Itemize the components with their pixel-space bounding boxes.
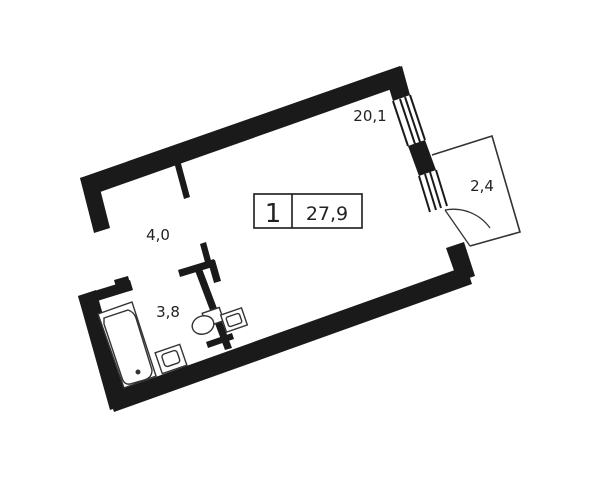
exterior-walls <box>78 66 475 412</box>
toilet <box>191 306 225 335</box>
top-wall <box>80 66 406 197</box>
room-count: 1 <box>265 199 282 229</box>
partition-top <box>174 160 190 199</box>
total-area: 27,9 <box>306 203 348 225</box>
bath-wall-vertical <box>194 266 232 350</box>
bottom-wall <box>108 266 472 412</box>
window-upper <box>392 94 426 147</box>
bath-wall-right <box>208 260 221 283</box>
right-wall-middle <box>408 140 436 176</box>
bath-wall-bottom <box>206 333 234 348</box>
balcony-door-leaf <box>444 209 471 247</box>
bathroom-area: 3,8 <box>156 303 180 321</box>
balcony-area: 2,4 <box>470 177 494 195</box>
bathtub <box>97 301 157 389</box>
left-upper-wall <box>80 173 110 233</box>
column <box>114 276 132 294</box>
left-lower-wall <box>78 290 128 410</box>
interior-walls <box>174 160 234 350</box>
hall-area: 4,0 <box>146 226 170 244</box>
balcony-door-swing <box>444 208 491 229</box>
unit-badge: 1 27,9 <box>253 193 363 229</box>
balcony <box>431 134 521 247</box>
plumbing <box>97 301 249 389</box>
living-room-area: 20,1 <box>353 107 386 125</box>
bathroom-sink <box>154 343 188 375</box>
window-lower <box>418 169 448 213</box>
hall-sink <box>219 307 249 333</box>
badge-frame <box>253 193 363 229</box>
partition-hall <box>200 242 212 266</box>
right-wall-upper <box>384 66 410 101</box>
balcony-outline <box>431 134 521 247</box>
windows <box>392 94 448 213</box>
